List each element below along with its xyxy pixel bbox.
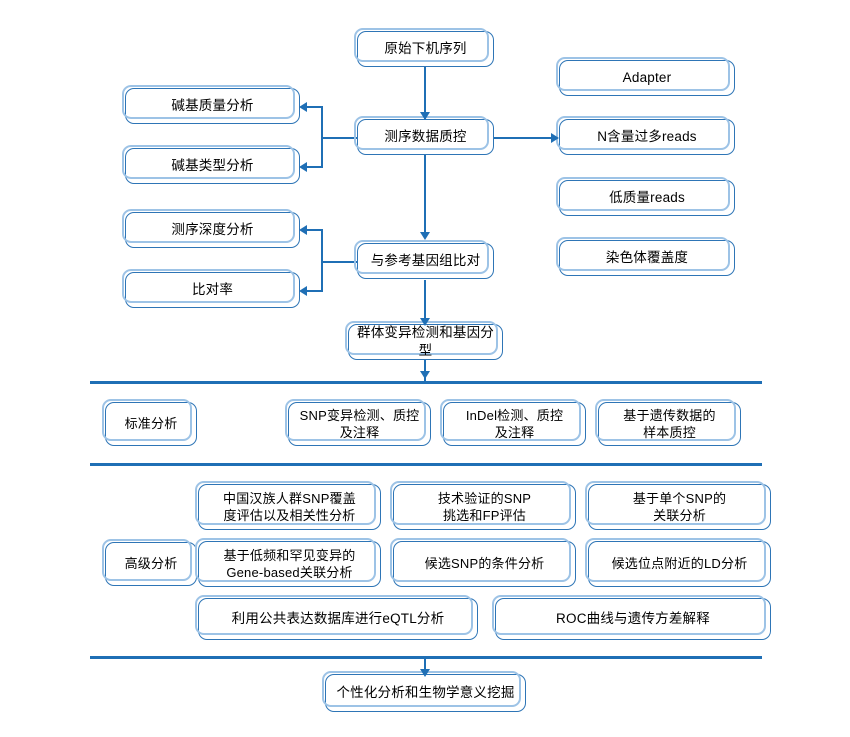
node-standard-indel[interactable]: InDel检测、质控 及注释 <box>440 399 586 446</box>
connector-alignment-to-depth <box>306 229 323 232</box>
connector-qc-to-base-quality <box>306 106 323 109</box>
node-adapter[interactable]: Adapter <box>556 57 735 96</box>
node-advanced-conditional-snp[interactable]: 候选SNP的条件分析 <box>390 538 576 587</box>
node-variant-calling-genotyping[interactable]: 群体变异检测和基因分型 <box>345 321 503 360</box>
node-reference-alignment[interactable]: 与参考基因组比对 <box>354 240 494 279</box>
arrowhead-qc-to-base-type <box>299 161 307 172</box>
label-advanced-analysis[interactable]: 高级分析 <box>102 539 197 586</box>
node-sequencing-qc[interactable]: 测序数据质控 <box>354 116 494 155</box>
node-advanced-validated-snp[interactable]: 技术验证的SNP 挑选和FP评估 <box>390 481 576 530</box>
node-base-quality-analysis[interactable]: 碱基质量分析 <box>122 85 300 124</box>
connector-qc-to-alignment <box>424 155 427 238</box>
arrowhead-alignment-to-variant <box>419 318 430 326</box>
node-advanced-han-snp-coverage[interactable]: 中国汉族人群SNP覆盖 度评估以及相关性分析 <box>195 481 381 530</box>
node-advanced-single-snp-association[interactable]: 基于单个SNP的 关联分析 <box>585 481 771 530</box>
connector-qc-to-left-stem <box>323 137 357 140</box>
connector-variant-to-standard <box>424 358 427 382</box>
divider-above-standard-analysis <box>90 381 762 384</box>
node-chromosome-coverage[interactable]: 染色体覆盖度 <box>556 237 735 276</box>
divider-below-advanced-analysis <box>90 656 762 659</box>
node-raw-sequence[interactable]: 原始下机序列 <box>354 28 494 67</box>
node-advanced-eqtl[interactable]: 利用公共表达数据库进行eQTL分析 <box>195 595 478 640</box>
connector-alignment-to-variant <box>424 280 427 324</box>
node-advanced-roc[interactable]: ROC曲线与遗传方差解释 <box>492 595 771 640</box>
arrowhead-qc-to-alignment <box>419 232 430 240</box>
node-base-type-analysis[interactable]: 碱基类型分析 <box>122 145 300 184</box>
node-alignment-rate[interactable]: 比对率 <box>122 269 300 308</box>
node-advanced-gene-based-association[interactable]: 基于低频和罕见变异的 Gene-based关联分析 <box>195 538 381 587</box>
connector-alignment-to-left-stem <box>323 261 357 264</box>
connector-alignment-left-bracket <box>321 229 324 292</box>
divider-below-standard-analysis <box>90 463 762 466</box>
node-advanced-ld-analysis[interactable]: 候选位点附近的LD分析 <box>585 538 771 587</box>
node-high-n-reads[interactable]: N含量过多reads <box>556 116 735 155</box>
arrowhead-raw-to-qc <box>419 112 430 120</box>
arrowhead-qc-to-n-reads <box>551 132 559 143</box>
label-standard-analysis[interactable]: 标准分析 <box>102 399 197 446</box>
arrowhead-alignment-to-rate <box>299 285 307 296</box>
arrowhead-variant-to-standard <box>419 371 430 379</box>
node-standard-sample-qc[interactable]: 基于遗传数据的 样本质控 <box>595 399 741 446</box>
node-standard-snp[interactable]: SNP变异检测、质控 及注释 <box>285 399 431 446</box>
connector-alignment-to-rate <box>306 290 323 293</box>
connector-qc-left-bracket <box>321 107 324 168</box>
arrowhead-qc-to-base-quality <box>299 101 307 112</box>
node-personalized-analysis[interactable]: 个性化分析和生物学意义挖掘 <box>322 671 526 712</box>
arrowhead-alignment-to-depth <box>299 224 307 235</box>
node-low-quality-reads[interactable]: 低质量reads <box>556 177 735 216</box>
connector-advanced-to-final <box>424 658 427 676</box>
node-sequencing-depth-analysis[interactable]: 测序深度分析 <box>122 209 300 248</box>
connector-qc-to-n-reads <box>493 137 553 140</box>
connector-raw-to-qc <box>424 64 427 119</box>
arrowhead-advanced-to-final <box>419 669 430 677</box>
connector-qc-to-base-type <box>306 166 323 169</box>
